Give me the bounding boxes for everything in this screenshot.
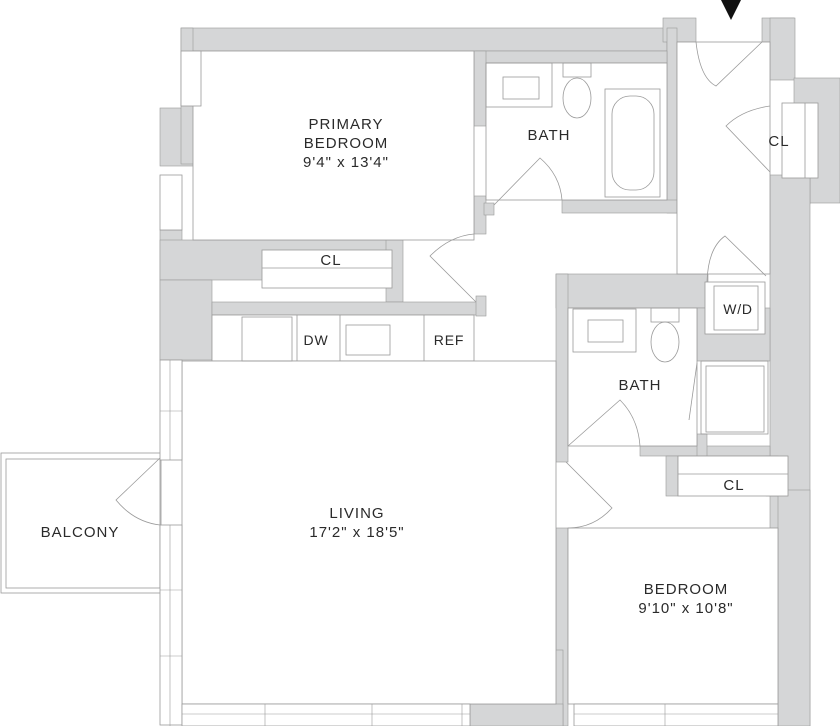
door-bedroom	[565, 461, 613, 529]
wall-door-stub	[475, 295, 487, 317]
room-label-closet-entry: CL	[768, 133, 790, 150]
room-name: PRIMARY	[308, 116, 384, 133]
room-label-washer-dryer: W/D	[723, 301, 753, 317]
room-name: BEDROOM	[303, 135, 389, 152]
wall-door-stub3	[483, 202, 495, 216]
window	[573, 703, 779, 726]
window	[180, 50, 202, 107]
door-entry	[695, 41, 763, 87]
sink-primary	[502, 76, 540, 100]
kitchen-sink	[345, 324, 391, 356]
wall-east-top	[769, 17, 796, 81]
wall-bath-left	[473, 50, 487, 127]
wall-bath-top	[475, 50, 668, 64]
room-label-bedroom: BEDROOM 9'10" x 10'8"	[638, 580, 733, 618]
room-label-closet-bedroom: CL	[723, 477, 745, 494]
washer-dryer-unit	[713, 285, 759, 331]
vanity-bath2	[572, 308, 637, 353]
room-label-closet-primary: CL	[320, 252, 342, 269]
wall-living-corner2	[469, 703, 564, 726]
vanity-primary	[485, 62, 553, 108]
window	[159, 359, 183, 461]
door-balcony	[115, 457, 161, 526]
wall-kitchen-top	[211, 301, 486, 316]
wall-bath2-left	[555, 273, 569, 463]
door-bath2	[567, 399, 641, 447]
door-wd	[706, 235, 767, 283]
window	[181, 703, 471, 726]
room-name: LIVING	[329, 505, 385, 522]
room-dimensions: 9'10" x 10'8"	[638, 600, 734, 617]
door-closet-entry	[725, 105, 771, 173]
wall-cl-left	[665, 455, 679, 497]
door-bath-primary	[493, 157, 563, 206]
dishwasher-label: DW	[303, 332, 329, 348]
door-shower	[688, 362, 698, 421]
balcony-outline	[0, 452, 162, 594]
wall-bath2-right2	[696, 433, 708, 457]
wall-bath2-top	[555, 273, 709, 309]
room-dimensions: 9'4" x 13'4"	[303, 154, 389, 171]
wall-top	[180, 27, 668, 52]
wall-kitchen-block2	[159, 279, 213, 361]
tub	[604, 88, 661, 198]
room-label-bath-primary: BATH	[527, 127, 571, 144]
entry-arrow-icon	[721, 0, 741, 20]
wall-bath-right	[666, 27, 678, 214]
room-dimensions: 17'2" x 18'5"	[309, 524, 405, 541]
room-label-bath-second: BATH	[618, 377, 662, 394]
room-label-balcony: BALCONY	[40, 524, 120, 541]
window	[159, 524, 183, 726]
wall-bedroom-right	[777, 489, 811, 726]
shower	[700, 360, 769, 435]
room-label-living: LIVING 17'2" x 18'5"	[309, 504, 404, 542]
room-name: BEDROOM	[643, 581, 729, 598]
door-primary-bedroom	[429, 233, 477, 303]
wall-bath-bottom	[561, 199, 678, 214]
window	[159, 174, 183, 231]
room-label-primary-bedroom: PRIMARY BEDROOM 9'4" x 13'4"	[303, 115, 389, 172]
range	[241, 316, 293, 362]
refrigerator-label: REF	[433, 332, 465, 348]
toilet-primary	[562, 77, 592, 119]
